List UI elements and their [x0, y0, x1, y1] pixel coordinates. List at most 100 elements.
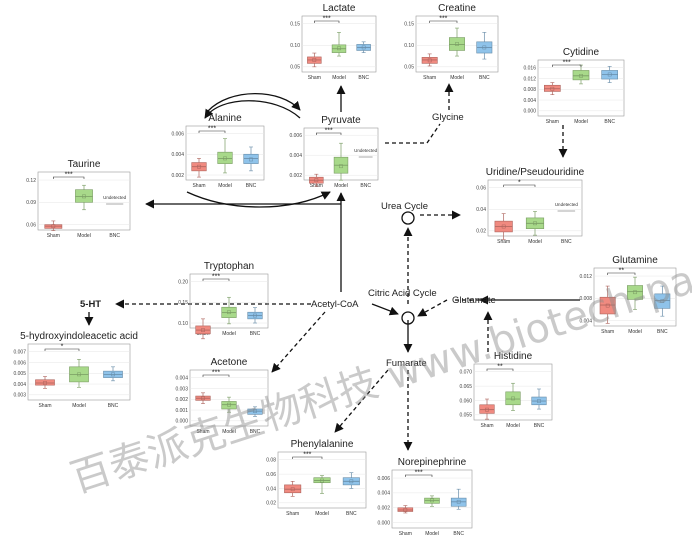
significance-label: ***	[439, 16, 447, 23]
x-tick-label: Sham	[308, 75, 321, 81]
mean-marker	[605, 303, 610, 308]
plot-frame	[185, 125, 265, 181]
mean-marker	[320, 478, 324, 483]
x-tick-label: BNC	[479, 75, 490, 81]
y-tick-label: 0.006	[289, 133, 302, 139]
significance-bracket	[292, 456, 323, 459]
mean-marker	[43, 381, 47, 385]
arrow-to-glycine	[385, 123, 441, 144]
x-tick-label: Sham	[399, 531, 412, 537]
panel-title: Cytidine	[563, 47, 600, 58]
y-tick-label: 0.004	[579, 318, 592, 324]
panel-title: Taurine	[68, 159, 101, 170]
y-tick-label: 0.06	[26, 222, 36, 228]
x-tick-label: BNC	[360, 183, 371, 189]
significance-bracket	[44, 348, 80, 351]
watermark: 百泰派克生物科技 www.biotech-pack.com	[65, 212, 692, 502]
x-tick-label: BNC	[604, 119, 615, 125]
panel-title: Phenylalanine	[291, 439, 354, 450]
box-bnc	[654, 293, 671, 309]
box-sham	[479, 404, 495, 414]
panel-title: Tryptophan	[204, 261, 254, 272]
x-tick-label: Sham	[546, 119, 559, 125]
mean-marker	[249, 157, 253, 162]
plot-frame	[391, 469, 473, 529]
y-tick-label: 0.070	[459, 370, 472, 376]
significance-bracket	[53, 176, 85, 179]
mean-marker	[485, 407, 489, 412]
significance-bracket	[405, 474, 433, 477]
x-tick-label: Sham	[480, 423, 493, 429]
significance-bracket	[198, 130, 226, 133]
plot-frame	[301, 15, 377, 73]
plot-frame	[415, 15, 499, 73]
x-tick-label: BNC	[109, 233, 120, 239]
mean-marker	[227, 310, 231, 315]
undetected-label: Undetected	[354, 148, 378, 153]
plot-frame	[473, 363, 553, 421]
y-tick-label: 0.005	[13, 371, 26, 377]
panel-title: Glutamine	[612, 255, 658, 266]
mean-marker	[482, 45, 487, 50]
y-tick-label: 0.15	[290, 22, 300, 28]
mean-marker	[111, 372, 115, 377]
y-tick-label: 0.003	[175, 386, 188, 392]
x-tick-label: Model	[72, 403, 86, 409]
significance-label: *	[61, 344, 64, 351]
y-tick-label: 0.09	[26, 200, 36, 206]
plot-frame	[27, 343, 131, 401]
y-tick-label: 0.004	[523, 98, 536, 104]
y-tick-label: 0.012	[579, 274, 592, 280]
x-tick-label: BNC	[108, 403, 119, 409]
mean-marker	[660, 299, 665, 303]
significance-label: *	[518, 180, 521, 187]
y-tick-label: 0.060	[459, 398, 472, 404]
node-citric-acid-cycle: Citric Acid Cycle	[368, 288, 437, 299]
significance-bracket	[503, 184, 536, 187]
x-tick-label: BNC	[250, 429, 261, 435]
panel-title: Uridine/Pseudouridine	[486, 167, 585, 178]
mean-marker	[51, 224, 56, 228]
mean-marker	[253, 313, 257, 318]
y-tick-label: 0.012	[523, 76, 536, 82]
x-tick-label: Model	[332, 75, 346, 81]
mean-marker	[337, 46, 341, 51]
y-tick-label: 0.20	[178, 279, 188, 285]
mean-marker	[607, 72, 612, 77]
y-tick-label: 0.12	[26, 178, 36, 184]
y-tick-label: 0.002	[171, 173, 184, 179]
panel-title: Histidine	[494, 351, 533, 362]
plot-frame	[487, 179, 583, 237]
arrow-alanine-to-pyruvate	[207, 93, 301, 112]
significance-bracket	[429, 20, 458, 23]
significance-bracket	[486, 368, 514, 371]
panel-title: Creatine	[438, 3, 476, 14]
x-tick-label: BNC	[358, 75, 369, 81]
panel-title: 5-hydroxyindoleacetic acid	[20, 331, 138, 342]
y-tick-label: 0.10	[178, 321, 188, 327]
x-tick-label: Sham	[192, 183, 205, 189]
mean-marker	[314, 178, 319, 183]
x-tick-label: Model	[77, 233, 91, 239]
x-tick-label: BNC	[250, 331, 261, 337]
x-tick-label: Model	[628, 329, 642, 335]
x-tick-label: BNC	[453, 531, 464, 537]
node-fumarate: Fumarate	[386, 358, 427, 369]
y-tick-label: 0.002	[289, 173, 302, 179]
arrow-pyruvate-alanine-lower	[186, 191, 331, 208]
mean-marker	[349, 479, 354, 484]
arrow-glutamate-to-tca	[417, 299, 448, 317]
x-tick-label: BNC	[561, 239, 572, 245]
y-tick-label: 0.001	[175, 408, 188, 414]
mean-marker	[633, 290, 637, 295]
mean-marker	[511, 396, 515, 401]
y-tick-label: 0.006	[13, 360, 26, 366]
plot-frame	[189, 369, 269, 427]
arrow-acetylcoa-to-acetone	[271, 311, 326, 373]
